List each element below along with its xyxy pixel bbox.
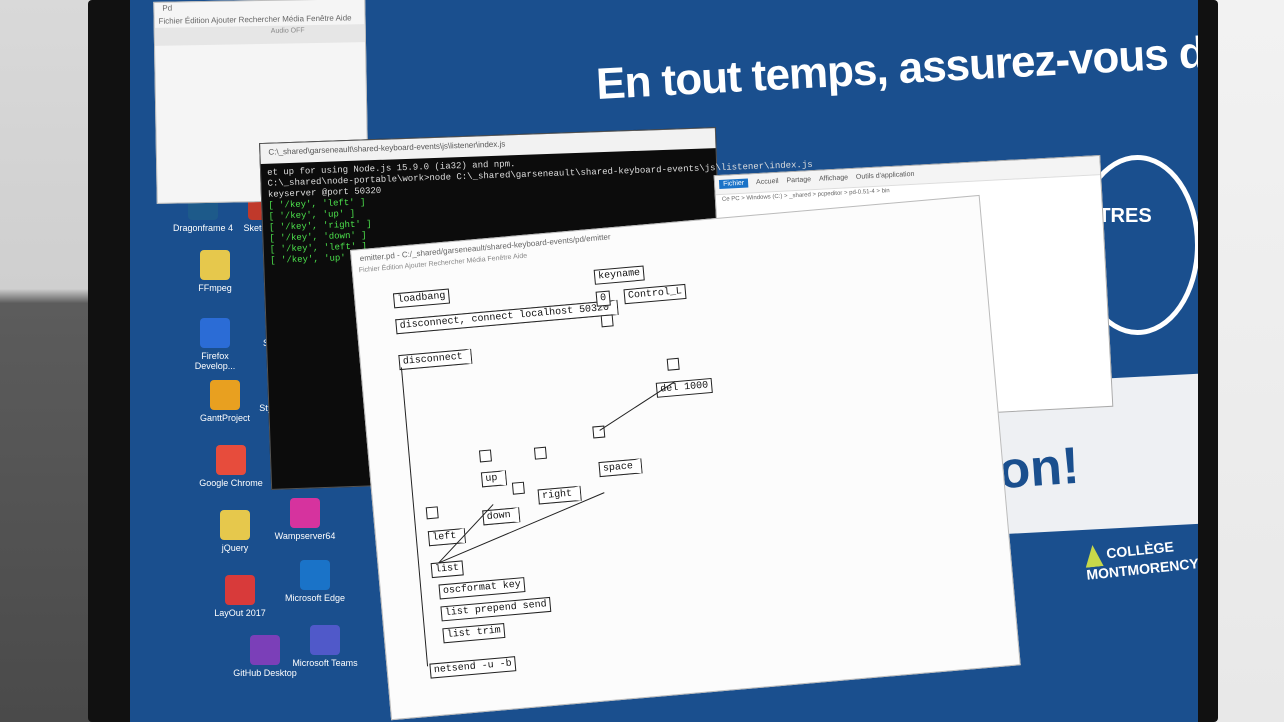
desktop-icon-label: Wampserver64 (274, 531, 336, 541)
desktop-icon[interactable]: jQuery (200, 510, 270, 553)
app-icon (220, 510, 250, 540)
pd-number-box[interactable]: 0 (595, 290, 611, 307)
explorer-tab-view[interactable]: Affichage (818, 174, 849, 183)
pd-message-right[interactable]: right (537, 485, 581, 505)
desktop-icon[interactable]: Google Chrome (196, 445, 266, 488)
app-icon (225, 575, 255, 605)
pd-bang-del[interactable] (666, 357, 680, 371)
pd-wire (400, 367, 429, 667)
app-icon (210, 380, 240, 410)
pd-message-up[interactable]: up (480, 470, 507, 488)
pd-wire (599, 380, 676, 431)
slide-title: En tout temps, assurez-vous de : (595, 25, 1198, 109)
pd-object-loadbang[interactable]: loadbang (392, 288, 451, 309)
desktop-icon-label: Google Chrome (199, 478, 263, 488)
pd-object-list-trim[interactable]: list trim (442, 622, 506, 644)
pd-message-disconnect[interactable]: disconnect (398, 348, 472, 371)
pd-audio-status: Audio OFF (270, 27, 305, 35)
pd-bang-up[interactable] (478, 449, 492, 463)
app-icon (216, 445, 246, 475)
desktop-icon-label: LayOut 2017 (214, 608, 266, 618)
pd-message-left[interactable]: left (427, 528, 465, 547)
desktop-icon[interactable]: Microsoft Teams (290, 625, 360, 668)
app-icon (250, 635, 280, 665)
explorer-tab-share[interactable]: Partage (786, 176, 812, 185)
pd-symbol-control[interactable]: Control_L (623, 283, 687, 305)
desktop-icon-label: Microsoft Teams (292, 658, 358, 668)
explorer-tab-file[interactable]: Fichier (718, 178, 749, 190)
pd-object-netsend[interactable]: netsend -u -b (429, 656, 517, 679)
desktop-icon[interactable]: LayOut 2017 (205, 575, 275, 618)
desktop-icon-label: GanttProject (199, 413, 251, 423)
pd-bang-keyname[interactable] (600, 314, 614, 328)
pd-object-oscformat[interactable]: oscformat key (438, 577, 526, 600)
app-icon (300, 560, 330, 590)
explorer-tab-home[interactable]: Accueil (755, 177, 779, 187)
desktop-icon-label: FFmpeg (198, 283, 232, 293)
logo-mark-icon (1083, 544, 1103, 568)
pd-audio-bar: Audio OFF (154, 24, 365, 46)
pd-emitter-patch-window[interactable]: emitter.pd - C:/_shared/garseneault/shar… (350, 194, 1021, 721)
pd-object-list-prepend[interactable]: list prepend send (440, 596, 552, 622)
desktop-icon[interactable]: Firefox Develop... (180, 318, 250, 371)
app-icon (310, 625, 340, 655)
desktop-icon-label: GitHub Desktop (233, 668, 297, 678)
pd-bang-right[interactable] (533, 446, 547, 460)
desktop-icon-label: jQuery (221, 543, 249, 553)
college-logo: COLLÈGE MONTMORENCY (1083, 534, 1198, 583)
pd-bang-down[interactable] (511, 481, 525, 495)
logo-line2: MONTMORENCY (1085, 555, 1198, 583)
desktop-icon[interactable]: Wampserver64 (270, 498, 340, 541)
pd-window-title: Pd (162, 3, 173, 13)
pd-object-list[interactable]: list (430, 560, 464, 579)
pd-object-keyname[interactable]: keyname (593, 265, 645, 285)
explorer-tab-tools[interactable]: Outils d'application (855, 170, 915, 181)
desktop-icon[interactable]: GitHub Desktop (230, 635, 300, 678)
desktop-icon-label: Firefox Develop... (194, 351, 236, 371)
desktop-icon[interactable]: FFmpeg (180, 250, 250, 293)
desktop-icon-label: Dragonframe 4 (172, 223, 234, 233)
pd-menu-bar[interactable]: Fichier Édition Ajouter Rechercher Média… (158, 13, 352, 26)
desktop-icon[interactable]: Microsoft Edge (280, 560, 350, 603)
pd-message-space[interactable]: space (598, 458, 642, 478)
pd-bang-left[interactable] (425, 506, 439, 520)
desktop-icon[interactable]: GanttProject (190, 380, 260, 423)
desktop-icon-label: Microsoft Edge (284, 593, 346, 603)
app-icon (200, 318, 230, 348)
app-icon (290, 498, 320, 528)
app-icon (200, 250, 230, 280)
